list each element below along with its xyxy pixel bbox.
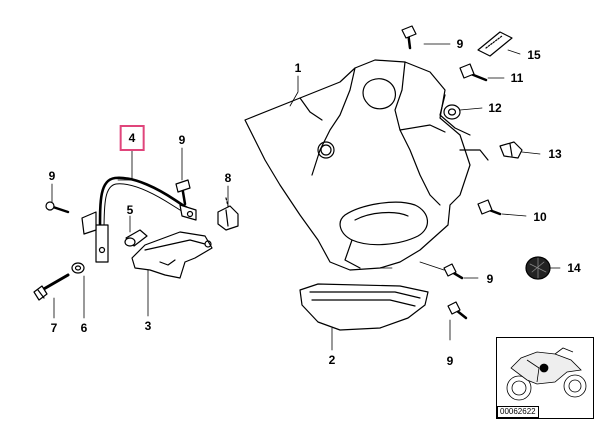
callout-15[interactable]: 15	[527, 48, 541, 62]
callout-14[interactable]: 14	[567, 261, 581, 275]
screw-part	[45, 201, 70, 214]
callout-9-left[interactable]: 9	[48, 169, 56, 183]
bracket-plate-part	[131, 231, 213, 279]
ring-part	[443, 104, 461, 120]
callout-7[interactable]: 7	[50, 321, 58, 335]
fairing-panel-part	[244, 59, 489, 271]
callout-2[interactable]: 2	[328, 353, 336, 367]
long-bolt-part	[33, 273, 70, 301]
fastener-part	[499, 141, 523, 159]
callout-5[interactable]: 5	[126, 203, 134, 217]
callout-4-highlighted[interactable]: 4	[119, 125, 145, 151]
reference-code: 00062622	[497, 406, 539, 418]
callout-9-bottom[interactable]: 9	[446, 354, 454, 368]
washer-part	[71, 262, 85, 274]
screw-part	[401, 25, 417, 50]
lower-cover-part	[299, 283, 429, 331]
callout-9-center[interactable]: 9	[178, 133, 186, 147]
spacer-sleeve-part	[124, 229, 148, 247]
callout-1[interactable]: 1	[294, 61, 302, 75]
bolt-part	[459, 63, 488, 82]
tube-frame-part	[81, 176, 197, 263]
callout-12[interactable]: 12	[488, 101, 502, 115]
rubber-disc-part	[525, 256, 551, 280]
screw-part	[175, 179, 191, 206]
callout-10[interactable]: 10	[533, 210, 547, 224]
callout-9-top[interactable]: 9	[456, 37, 464, 51]
label-strip-part	[477, 31, 513, 57]
screw-part	[443, 263, 464, 280]
callout-3[interactable]: 3	[144, 319, 152, 333]
locator-thumbnail	[496, 337, 594, 419]
callout-11[interactable]: 11	[510, 71, 524, 85]
motorcycle-silhouette	[506, 347, 587, 401]
leader-lines	[51, 43, 561, 351]
collar-bolt-part	[477, 199, 502, 216]
clip-part	[217, 197, 239, 231]
callout-9-right[interactable]: 9	[486, 272, 494, 286]
screw-part	[447, 301, 468, 320]
callout-13[interactable]: 13	[548, 147, 562, 161]
callout-6[interactable]: 6	[80, 321, 88, 335]
callout-8[interactable]: 8	[224, 171, 232, 185]
